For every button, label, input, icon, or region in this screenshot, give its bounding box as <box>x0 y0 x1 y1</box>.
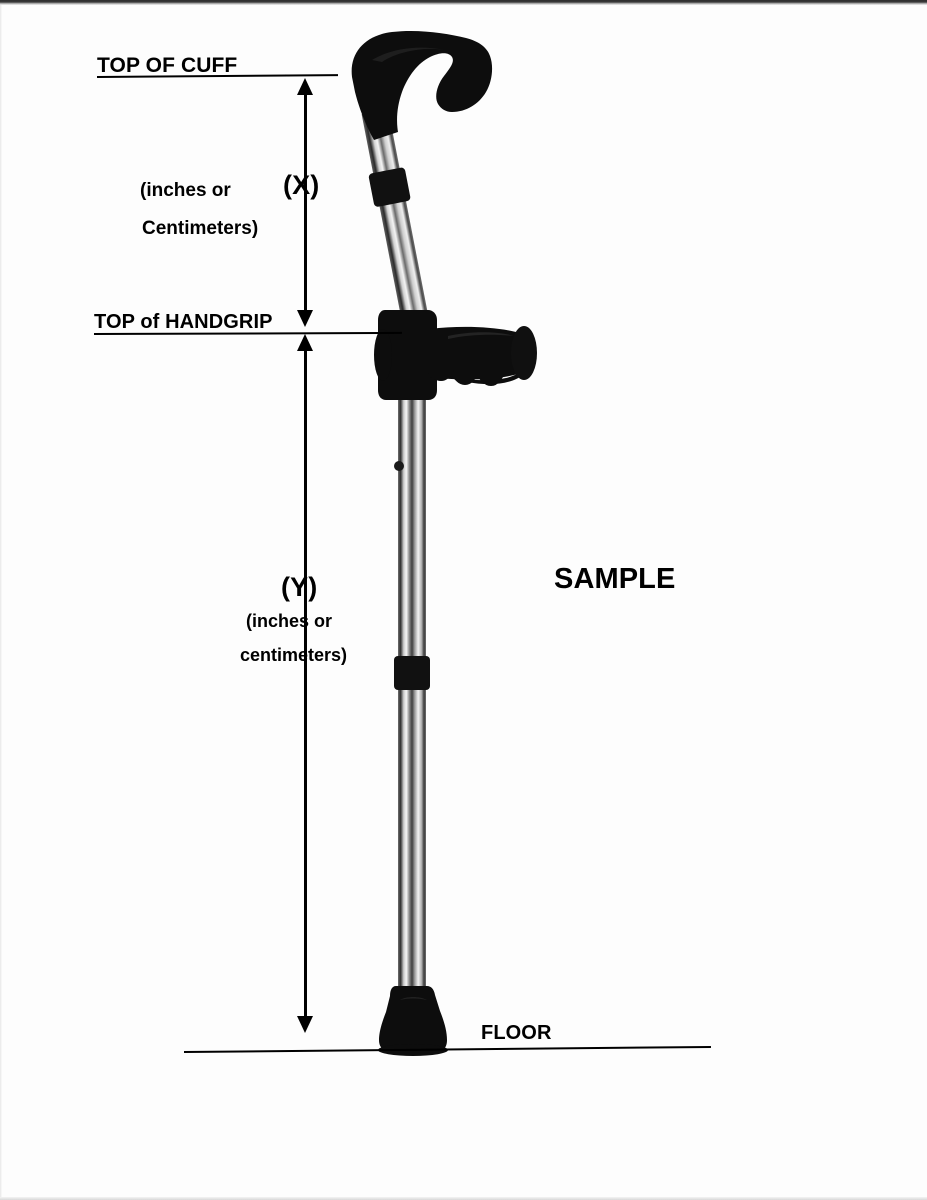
y-dimension-arrowhead-bottom <box>297 1016 313 1033</box>
y-dimension-unit-line-1: (inches or <box>246 611 333 631</box>
floor-label: FLOOR <box>481 1022 552 1044</box>
scan-edge-top <box>0 0 927 5</box>
x-dimension-unit-line-2: Centimeters) <box>142 218 259 239</box>
scan-edge-left <box>0 5 2 1197</box>
sample-watermark: SAMPLE <box>554 563 676 595</box>
x-dimension-line <box>304 86 307 316</box>
arm-cuff <box>351 30 493 140</box>
upper-shaft <box>361 109 433 340</box>
scan-edge-bottom <box>0 1197 927 1200</box>
top-of-cuff-label: TOP OF CUFF <box>97 54 238 77</box>
rubber-tip <box>378 986 448 1056</box>
x-dimension-symbol: (X) <box>283 170 320 200</box>
adjustment-pin <box>394 461 404 471</box>
x-dimension-arrowhead-bottom <box>297 310 313 327</box>
y-dimension-arrowhead-top <box>297 334 313 351</box>
y-dimension-symbol: (Y) <box>281 572 318 602</box>
handgrip-collar <box>374 310 437 400</box>
lower-adjustment-collar <box>394 656 430 690</box>
top-of-handgrip-label: TOP of HANDGRIP <box>94 311 273 333</box>
y-dimension-unit-line-2: centimeters) <box>240 645 348 665</box>
x-dimension-arrowhead-top <box>297 78 313 95</box>
handgrip <box>426 326 537 386</box>
x-dimension-unit-line-1: (inches or <box>140 180 231 201</box>
upper-adjustment-collar <box>368 167 411 207</box>
y-dimension-line <box>304 346 307 1024</box>
